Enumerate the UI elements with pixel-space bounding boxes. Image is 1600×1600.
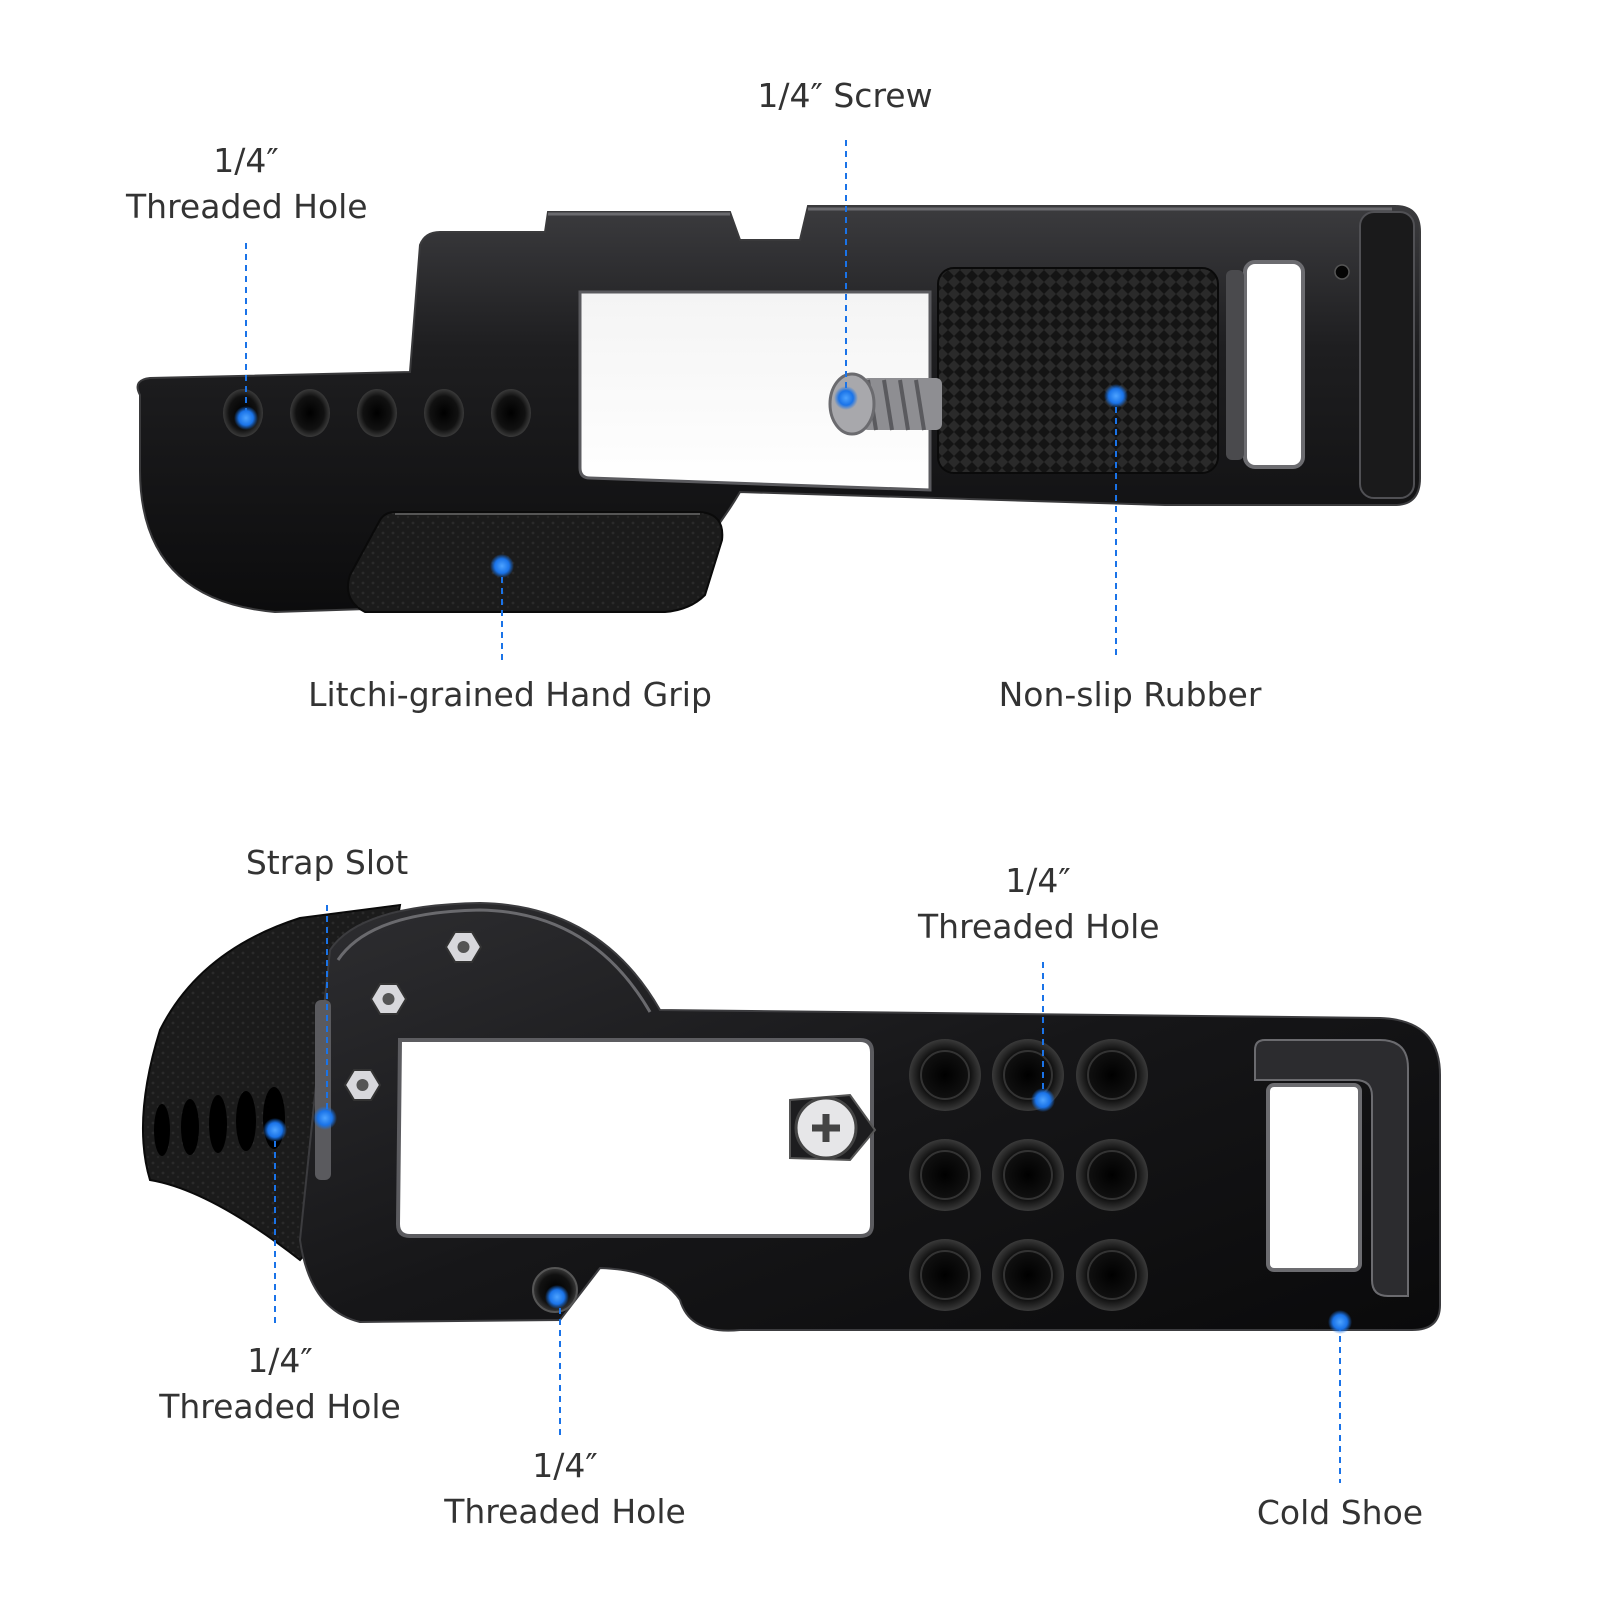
top-bracket	[136, 205, 1421, 614]
label-line: Strap Slot	[245, 843, 409, 882]
threaded-hole-icon	[909, 1239, 981, 1311]
hex-bolt-icon	[343, 1069, 382, 1101]
threaded-hole-icon	[1076, 1039, 1148, 1111]
hex-bolt-icon	[369, 983, 408, 1015]
label-line: 1/4″ Screw	[757, 76, 933, 115]
label-line: Litchi-grained Hand Grip	[308, 675, 712, 714]
label-cold-shoe: Cold Shoe	[1230, 1490, 1450, 1536]
threaded-hole-icon	[1076, 1139, 1148, 1211]
top-bracket-window	[578, 290, 932, 492]
threaded-hole-icon	[909, 1039, 981, 1111]
label-rubber: Non-slip Rubber	[980, 672, 1280, 718]
label-line: Threaded Hole	[444, 1492, 686, 1531]
dot-cold-shoe	[1328, 1310, 1352, 1334]
hex-bolt-icon	[444, 931, 483, 963]
label-line: Threaded Hole	[918, 907, 1160, 946]
dot-bottom-left-threaded-hole	[263, 1118, 287, 1142]
threaded-hole-icon	[992, 1139, 1064, 1211]
threaded-hole-icon	[424, 389, 464, 437]
threaded-hole-icon	[1076, 1239, 1148, 1311]
threaded-hole-icon	[992, 1239, 1064, 1311]
label-bottom-left-threaded-hole: 1/4″ Threaded Hole	[150, 1338, 410, 1430]
dot-bottom-center-threaded-hole	[545, 1285, 569, 1309]
bottom-bracket	[141, 901, 1441, 1332]
rubber-pad	[937, 267, 1219, 474]
bottom-bracket-window	[395, 1038, 874, 1238]
dot-hand-grip	[490, 554, 514, 578]
bottom-threaded-holes-grid	[909, 1039, 1148, 1311]
dot-bottom-right-threaded-hole	[1031, 1088, 1055, 1112]
threaded-hole-icon	[909, 1139, 981, 1211]
label-hand-grip: Litchi-grained Hand Grip	[300, 672, 720, 718]
label-line: 1/4″	[1005, 861, 1071, 900]
label-strap-slot: Strap Slot	[222, 840, 432, 886]
screw-icon	[789, 1093, 877, 1162]
label-line: Threaded Hole	[126, 187, 368, 226]
threaded-hole-icon	[491, 389, 531, 437]
callout-dots	[234, 384, 1352, 1334]
label-bottom-right-threaded-hole: 1/4″ Threaded Hole	[918, 858, 1160, 950]
label-line: 1/4″	[213, 141, 279, 180]
label-top-screw: 1/4″ Screw	[720, 73, 970, 119]
label-line: Cold Shoe	[1256, 1493, 1424, 1532]
threaded-hole-icon	[357, 389, 397, 437]
threaded-hole-icon	[290, 389, 330, 437]
dot-rubber	[1104, 384, 1128, 408]
dot-top-screw	[834, 386, 858, 410]
label-line: Non-slip Rubber	[998, 675, 1262, 714]
label-line: Threaded Hole	[159, 1387, 401, 1426]
label-line: 1/4″	[532, 1446, 598, 1485]
label-bottom-center-threaded-hole: 1/4″ Threaded Hole	[440, 1443, 690, 1535]
dot-strap-slot	[313, 1106, 337, 1130]
cold-shoe-slot	[1266, 1083, 1362, 1272]
label-top-threaded-hole: 1/4″ Threaded Hole	[126, 138, 368, 230]
top-strap-slot	[1243, 260, 1305, 469]
hand-grip	[346, 511, 724, 613]
callout-leaders	[245, 140, 1341, 1483]
dot-top-threaded-hole	[234, 406, 258, 430]
cold-shoe	[1254, 1039, 1409, 1297]
label-line: 1/4″	[247, 1341, 313, 1380]
